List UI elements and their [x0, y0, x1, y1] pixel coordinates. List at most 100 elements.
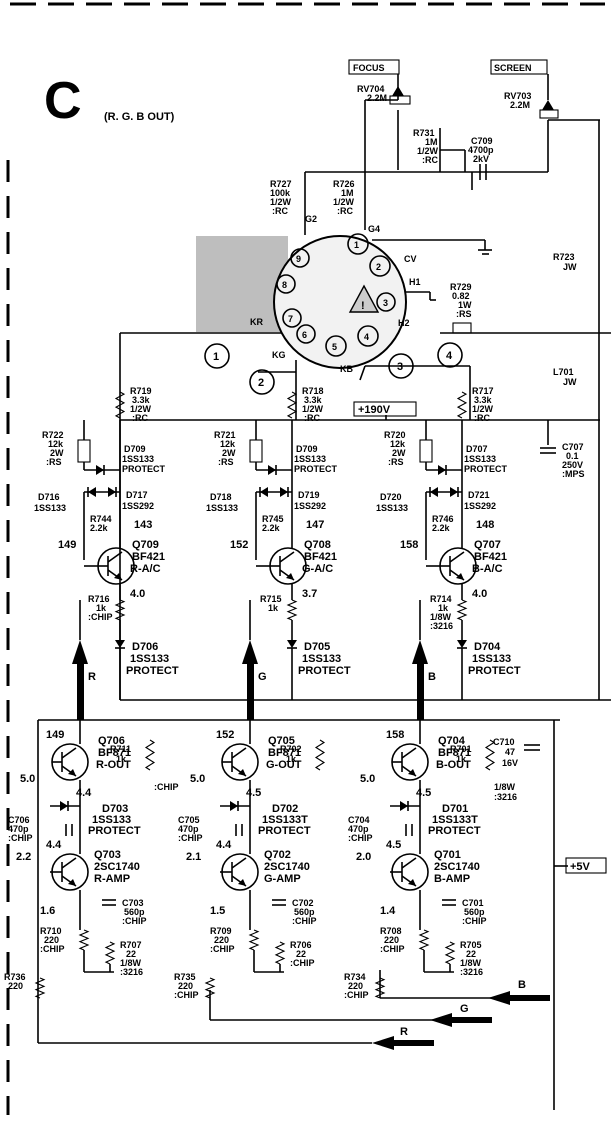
channel-r: R7193.3k1/2W:RCR72212k2W:RSD7091SS133PRO… — [4, 386, 179, 999]
label-text: PROTECT — [294, 464, 338, 474]
label-text: 12k — [220, 439, 236, 449]
resistor-icon — [456, 599, 468, 621]
c710-label: C710 47 16V — [493, 737, 540, 768]
voltage-label: 4.5 — [416, 787, 431, 799]
marker-1: 1 — [204, 343, 230, 369]
resistor-ref: R734 — [344, 972, 366, 982]
svg-text:R729: R729 — [450, 282, 472, 292]
transistor-func: R-AMP — [94, 873, 130, 885]
svg-text:KG: KG — [272, 350, 286, 360]
label-text: 1/8W — [494, 782, 516, 792]
section-subtitle: (R. G. B OUT) — [104, 111, 175, 123]
transistor-func: B-AMP — [434, 873, 470, 885]
label-text: 1/2W — [130, 404, 152, 414]
diode-icon — [230, 801, 238, 811]
transistor-part: 2SC1740 — [264, 861, 310, 873]
label-text: :CHIP — [380, 944, 405, 954]
label-text: 1SS292 — [294, 501, 326, 511]
diode-icon — [96, 465, 104, 475]
label-text: 3.3k — [132, 395, 151, 405]
resistor-icon — [77, 439, 91, 463]
resistor-ref: R707 — [120, 940, 142, 950]
label-text: 1SS133 — [122, 454, 154, 464]
resistor-ref: R736 — [4, 972, 26, 982]
label-text: 1SS133T — [262, 814, 308, 826]
diode-icon — [400, 801, 408, 811]
label-text: PROTECT — [88, 825, 141, 837]
label-text: 1k — [456, 754, 467, 764]
label-text: :RS — [46, 457, 62, 467]
label-text: :CHIP — [174, 990, 199, 1000]
svg-text:1: 1 — [213, 351, 219, 363]
transistor-ref: Q701 — [434, 849, 461, 861]
diode-icon — [457, 640, 467, 648]
label-text: 1/2W — [472, 404, 494, 414]
resistor-ref: R721 — [214, 430, 236, 440]
label-text: PROTECT — [126, 665, 179, 677]
resistor-ref: R745 — [262, 514, 284, 524]
transistor-part: BF421 — [474, 551, 507, 563]
svg-text:0.1: 0.1 — [566, 451, 579, 461]
label-text: 3.3k — [304, 395, 323, 405]
voltage-label: 158 — [400, 539, 418, 551]
svg-text:!: ! — [361, 300, 365, 312]
svg-text:R727: R727 — [270, 179, 292, 189]
label-text: 22 — [296, 949, 306, 959]
resistor-ref: R706 — [290, 940, 312, 950]
transistor-func: R-OUT — [96, 759, 131, 771]
label-text: 470p — [348, 824, 369, 834]
label-text: 220 — [384, 935, 399, 945]
voltage-label: 1.6 — [40, 905, 55, 917]
channel-color-label: G — [258, 671, 267, 683]
input-arrow-g: G — [430, 1003, 492, 1027]
diode-ref: D719 — [298, 490, 320, 500]
label-text: 1SS133 — [464, 454, 496, 464]
r729-label: R729 0.82 1W :RS — [450, 282, 472, 334]
label-text: PROTECT — [468, 665, 521, 677]
label-text: 1k — [268, 603, 279, 613]
resistor-ref: R708 — [380, 926, 402, 936]
resistor-icon — [314, 739, 326, 771]
label-text: :RC — [474, 413, 490, 423]
svg-text:16V: 16V — [502, 758, 518, 768]
diode-icon — [268, 465, 276, 475]
label-text: 1SS133 — [92, 814, 131, 826]
transistor-ref: Q708 — [304, 539, 331, 551]
voltage-label: 5.0 — [190, 773, 205, 785]
svg-text:H1: H1 — [409, 277, 421, 287]
resistor-ref: R744 — [90, 514, 112, 524]
channel-color-label: R — [88, 671, 96, 683]
svg-text:RV703: RV703 — [504, 91, 531, 101]
signal-arrow-icon — [417, 660, 424, 720]
resistor-ref: R705 — [460, 940, 482, 950]
svg-text:SCREEN: SCREEN — [494, 63, 532, 73]
input-arrow-r: R — [372, 1026, 434, 1050]
voltage-label: 158 — [386, 729, 404, 741]
marker-3: 3 — [388, 353, 414, 379]
crt-socket: ! 1 2 3 4 5 6 7 8 9 G2 G4 CV H1 H2 KR KG… — [196, 214, 421, 374]
resistor-ref: R710 — [40, 926, 62, 936]
r723-label: R723 JW — [553, 252, 577, 272]
svg-text:C707: C707 — [562, 442, 584, 452]
label-text: 470p — [8, 824, 29, 834]
capacitor-ref: C706 — [8, 815, 30, 825]
resistor-icon — [204, 977, 216, 999]
label-text: :CHIP — [88, 612, 113, 622]
diode-icon — [60, 801, 68, 811]
label-text: :3216 — [460, 967, 483, 977]
label-text: 220 — [214, 935, 229, 945]
resistor-ref: R722 — [42, 430, 64, 440]
label-text: :CHIP — [292, 916, 317, 926]
resistor-icon — [104, 941, 116, 965]
resistor-ref: R702 — [280, 744, 302, 754]
ground-icon — [430, 253, 489, 301]
rv703-label: RV703 2.2M — [504, 91, 531, 110]
marker-2: 2 — [249, 369, 275, 395]
diode-icon — [108, 487, 116, 497]
svg-text:1/2W: 1/2W — [270, 197, 292, 207]
svg-text:2: 2 — [376, 262, 381, 272]
transistor-func: G-OUT — [266, 759, 302, 771]
voltage-label: 152 — [216, 729, 234, 741]
transistor-ref: Q705 — [268, 735, 295, 747]
r731-label: R731 1M 1/2W :RC — [413, 128, 439, 165]
